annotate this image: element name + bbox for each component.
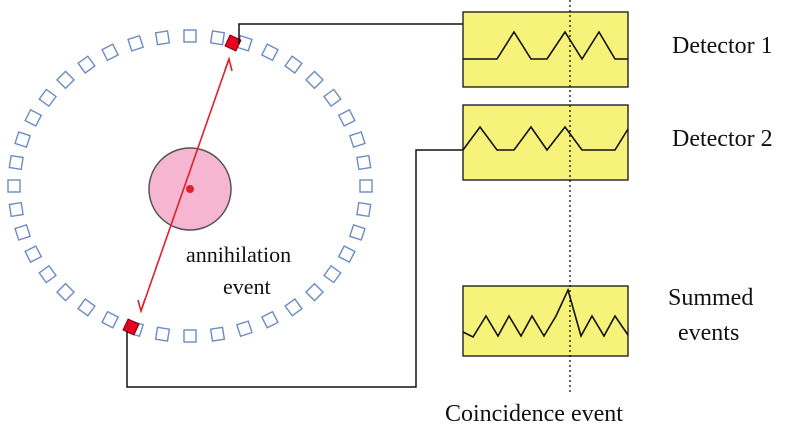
ring-detector: [284, 298, 303, 317]
ring-detector: [323, 264, 342, 284]
ring-detector: [348, 131, 366, 149]
ring-detector: [101, 310, 120, 329]
ring-detector: [183, 329, 197, 343]
wire-detector-1: [238, 23, 463, 44]
ring-detector: [260, 43, 279, 62]
label-summed-line2: events: [678, 320, 739, 346]
ring-detector: [38, 264, 57, 284]
ring-detector: [7, 179, 21, 193]
ring-detector: [14, 223, 32, 241]
ring-detector: [56, 282, 75, 302]
ring-detector: [356, 154, 372, 171]
ring-detector: [337, 245, 356, 264]
ring-detector: [359, 179, 373, 193]
ring-detector: [260, 310, 279, 329]
ring-detector: [77, 298, 96, 317]
ring-detector: [337, 108, 356, 127]
trace-box-summed: [462, 285, 629, 357]
label-detector-2: Detector 2: [672, 126, 773, 152]
ring-detector: [154, 30, 171, 46]
ring-detector: [235, 320, 253, 338]
label-annihilation-line1: annihilation: [186, 242, 291, 267]
ring-detector: [348, 223, 366, 241]
label-summed-line1: Summed: [668, 285, 753, 311]
ring-detector: [305, 70, 324, 90]
ring-detector: [305, 282, 324, 302]
active-detector-top: [224, 34, 242, 52]
ring-detector: [323, 88, 342, 108]
detector-ring: [7, 29, 373, 343]
ring-detector: [154, 326, 171, 342]
active-detector-bottom: [122, 318, 140, 336]
annihilation-point: [186, 185, 194, 193]
ring-detector: [24, 245, 43, 264]
ring-detector: [101, 43, 120, 62]
ring-detector: [183, 29, 197, 43]
label-annihilation-line2: event: [223, 274, 271, 299]
wiring: [126, 23, 463, 388]
wire-detector-2: [126, 149, 463, 388]
ring-detector: [77, 55, 96, 74]
ring-detector: [209, 326, 226, 342]
ring-detector: [284, 55, 303, 74]
gamma-ray-line: [137, 56, 233, 314]
ring-detector: [24, 108, 43, 127]
ring-detector: [209, 30, 226, 46]
ring-detector: [8, 154, 24, 171]
trace-box-detector-1: [462, 11, 629, 88]
trace-box-detector-2: [462, 104, 629, 181]
label-detector-1: Detector 1: [672, 33, 773, 59]
ring-detector: [38, 88, 57, 108]
ring-detector: [356, 201, 372, 218]
ring-detector: [8, 201, 24, 218]
ring-detector: [14, 131, 32, 149]
ring-detector: [56, 70, 75, 90]
ring-detector: [127, 34, 145, 52]
label-coincidence-event: Coincidence event: [445, 401, 623, 427]
